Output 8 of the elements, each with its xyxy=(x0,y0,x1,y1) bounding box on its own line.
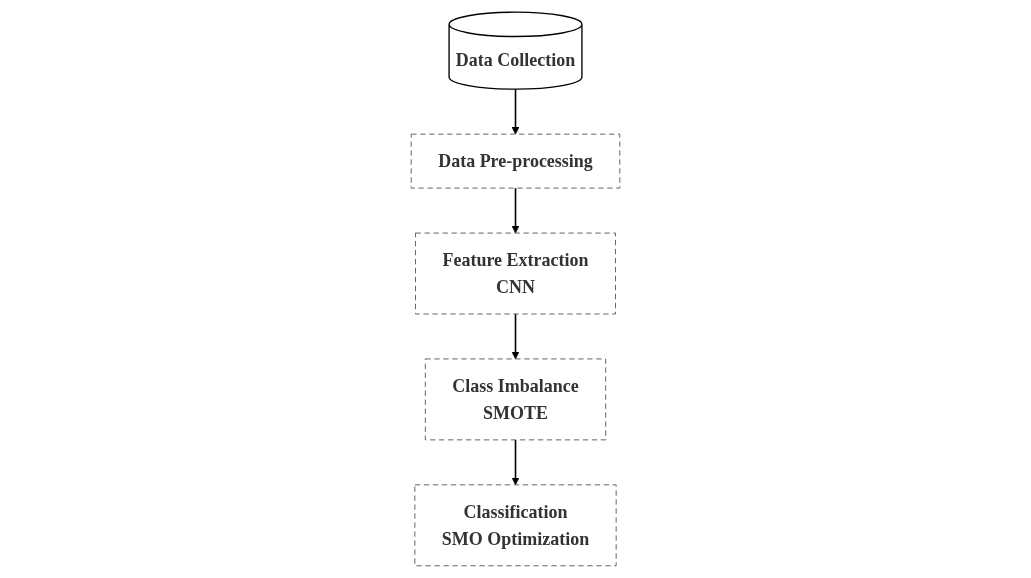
arrow xyxy=(511,187,520,234)
arrow xyxy=(511,88,520,135)
node-box: Classification SMO Optimization xyxy=(414,484,617,567)
arrow xyxy=(511,313,520,360)
arrow xyxy=(511,439,520,486)
node-box: Class Imbalance SMOTE xyxy=(424,358,607,441)
node-box: Feature Extraction CNN xyxy=(415,232,616,315)
node-box: Data Pre-processing xyxy=(410,133,621,189)
